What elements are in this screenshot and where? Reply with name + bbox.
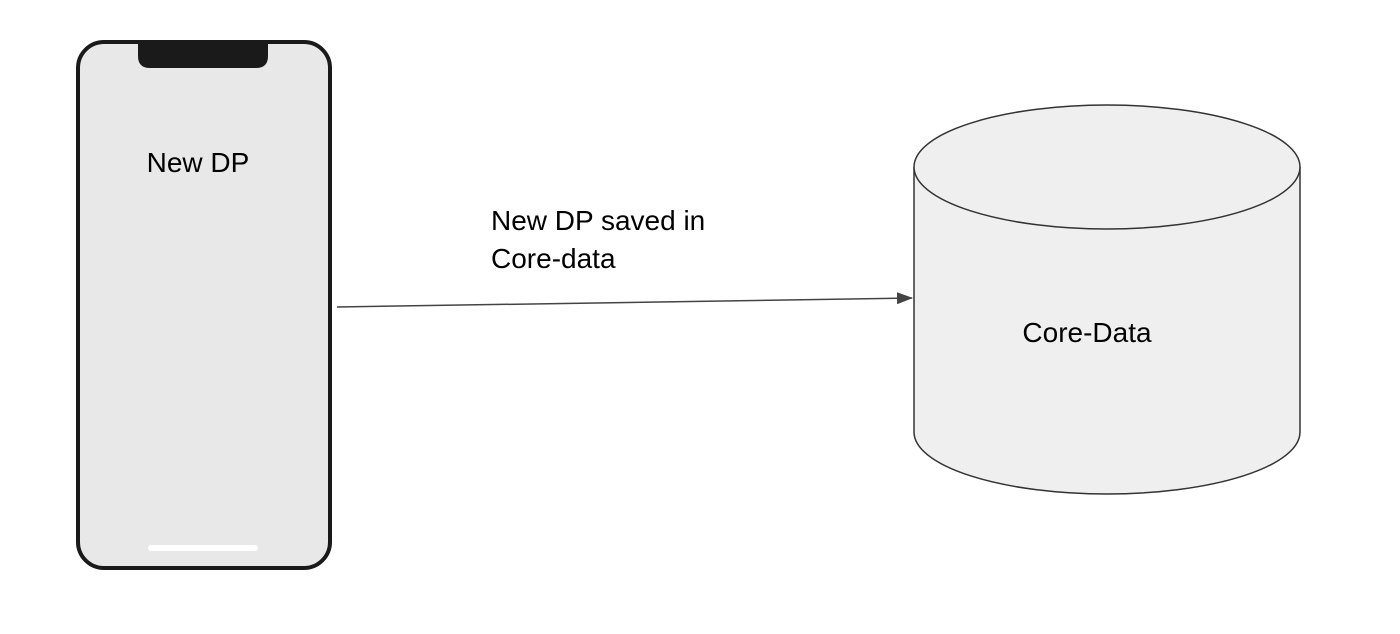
phone-device: New DP xyxy=(76,40,332,570)
arrow-label-line-1: New DP saved in xyxy=(491,205,705,236)
database-body xyxy=(913,167,1301,495)
database-top xyxy=(913,104,1301,230)
database-cylinder: Core-Data xyxy=(913,104,1301,495)
phone-label: New DP xyxy=(147,147,250,178)
arrow-label: New DP saved in Core-data xyxy=(491,205,713,274)
database-label: Core-Data xyxy=(1022,317,1152,348)
phone-home-indicator xyxy=(148,545,258,551)
phone-notch xyxy=(138,42,268,68)
save-arrow: New DP saved in Core-data xyxy=(336,205,913,308)
arrow-line xyxy=(336,292,913,308)
arrow-label-line-2: Core-data xyxy=(491,243,616,274)
phone-body xyxy=(76,40,332,570)
